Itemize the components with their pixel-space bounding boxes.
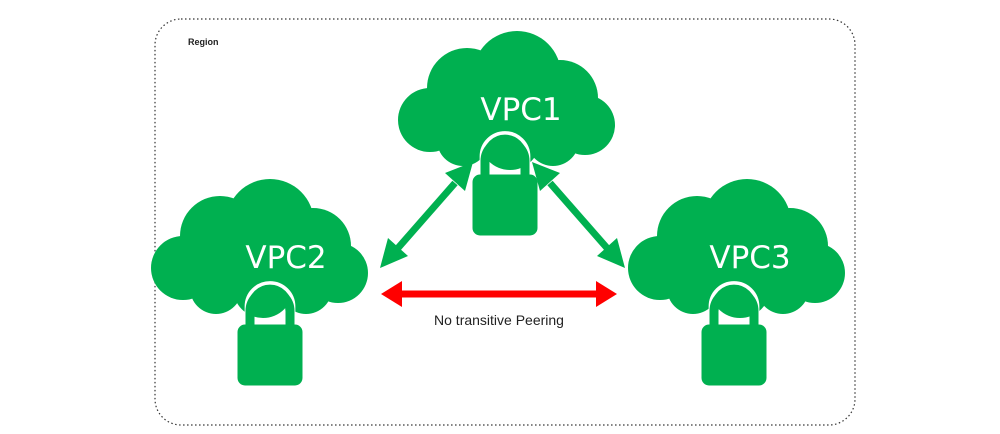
vpc1-label: VPC1 — [480, 92, 561, 128]
vpc1-node: VPC1 — [398, 31, 615, 235]
no-transitive-arrow — [381, 281, 617, 307]
region-label: Region — [188, 37, 219, 47]
region-boundary — [154, 18, 856, 426]
no-transitive-label: No transitive Peering — [434, 312, 564, 328]
vpc3-label: VPC3 — [709, 240, 790, 276]
vpc2-node: VPC2 — [151, 179, 368, 385]
peering-arrow-vpc1-vpc2 — [380, 162, 473, 268]
vpc3-lock-icon — [702, 281, 766, 385]
vpc1-lock-icon — [473, 131, 537, 235]
vpc3-node: VPC3 — [628, 179, 845, 385]
vpc2-label: VPC2 — [245, 240, 326, 276]
vpc2-lock-icon — [238, 281, 302, 385]
peering-arrow-vpc1-vpc3 — [532, 162, 625, 268]
